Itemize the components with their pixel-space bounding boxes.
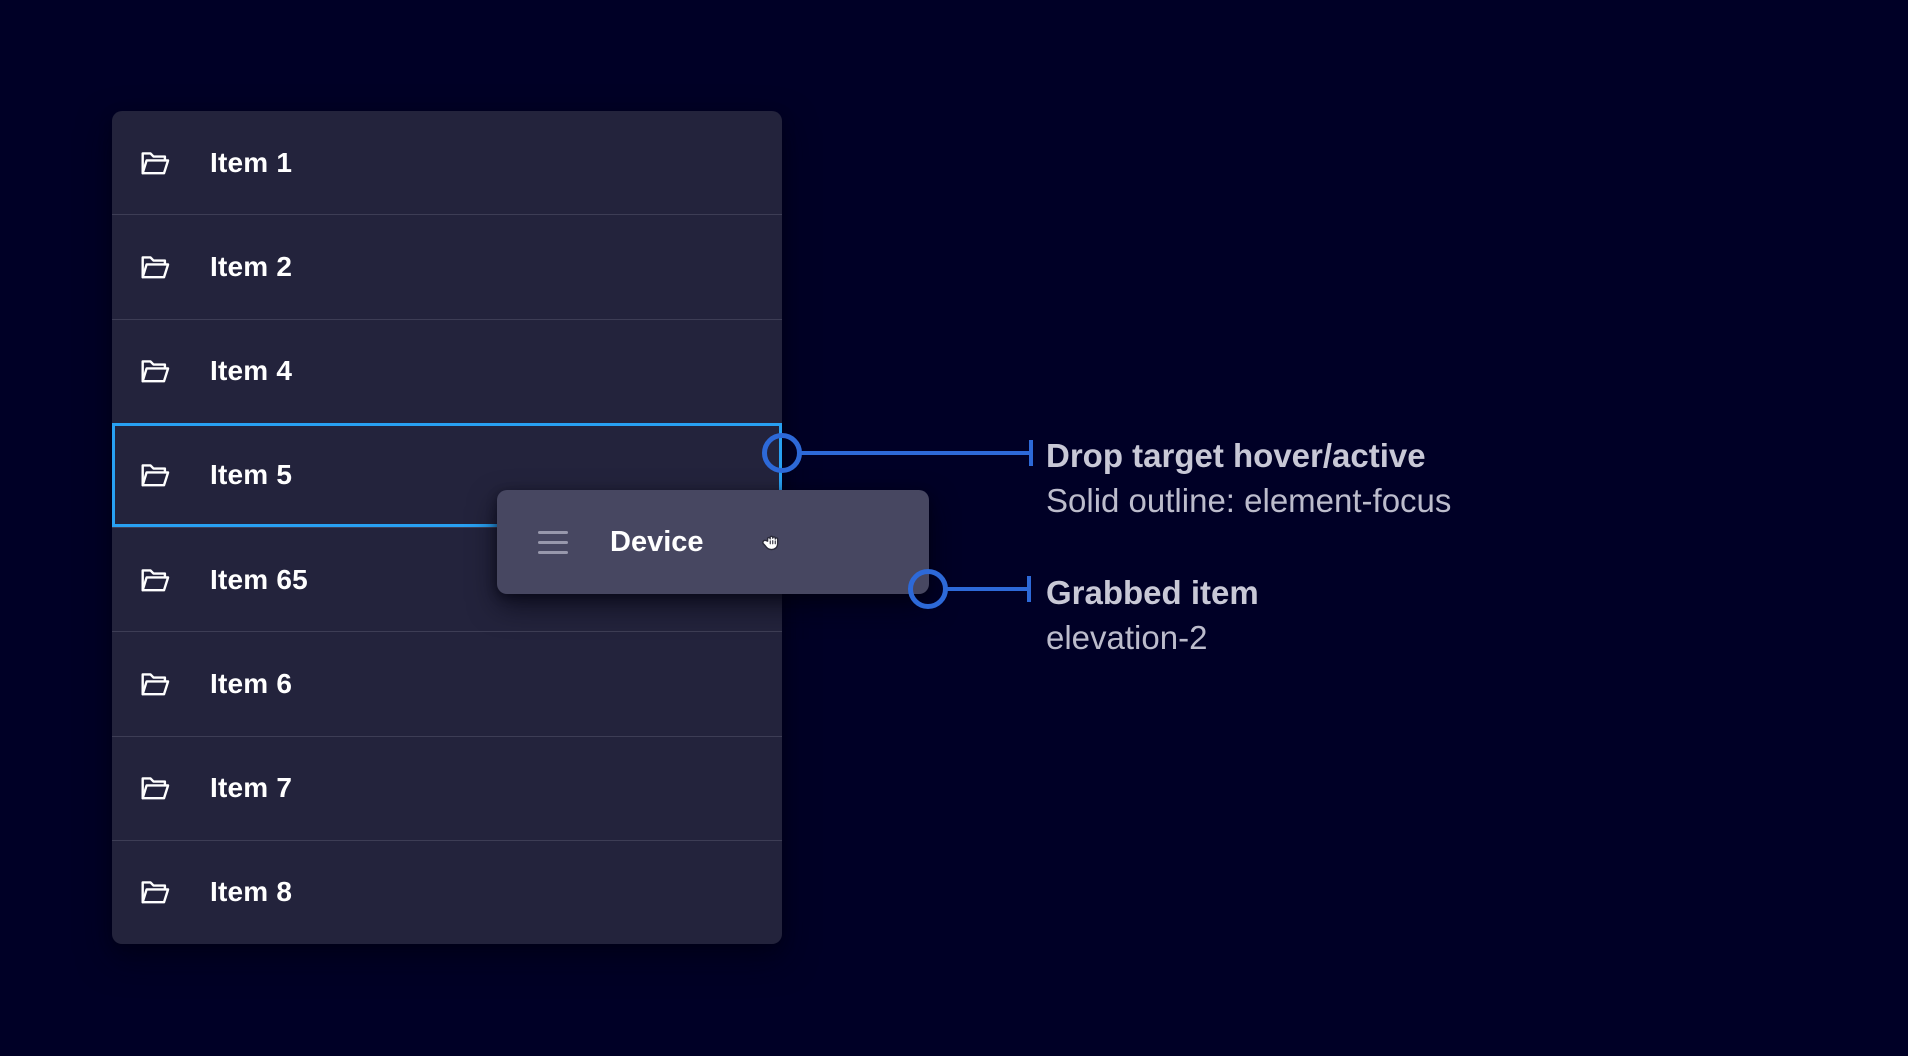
list-item-label: Item 8	[210, 876, 293, 908]
callout-grabbed-item: Grabbed item elevation-2	[1046, 570, 1259, 660]
list-item[interactable]: Item 2	[112, 214, 782, 318]
list-item-label: Item 2	[210, 250, 293, 282]
folder-icon	[137, 145, 173, 181]
callout-title: Drop target hover/active	[1046, 437, 1426, 474]
callout-title: Grabbed item	[1046, 574, 1259, 611]
callout-subtitle: Solid outline: element-focus	[1046, 482, 1452, 519]
list-item-label: Item 1	[210, 146, 293, 178]
grabbed-item-label: Device	[610, 525, 704, 558]
folder-icon	[137, 666, 173, 702]
folder-icon	[137, 874, 173, 910]
list-item-drop-target[interactable]: Item 5	[112, 422, 782, 527]
callout-drop-target: Drop target hover/active Solid outline: …	[1046, 433, 1451, 523]
list-item[interactable]: Item 8	[112, 839, 782, 944]
callout-line-drop-target	[801, 451, 1031, 455]
list-item[interactable]: Item 1	[112, 111, 782, 214]
list-item-label: Item 5	[210, 459, 293, 491]
list-item-label: Item 4	[210, 355, 293, 387]
list-item[interactable]: Item 7	[112, 735, 782, 840]
callout-tick-grabbed-item	[1027, 576, 1031, 602]
folder-icon	[137, 249, 173, 285]
list-item[interactable]: Item 65	[112, 527, 782, 631]
callout-circle-grabbed-item	[908, 569, 948, 609]
list-item[interactable]: Item 4	[112, 318, 782, 423]
callout-circle-drop-target	[762, 433, 802, 473]
folder-icon	[137, 770, 173, 806]
folder-icon	[137, 562, 173, 598]
folder-icon	[137, 457, 173, 493]
drag-handle-icon[interactable]	[538, 530, 568, 554]
callout-line-grabbed-item	[947, 587, 1030, 591]
folder-icon	[137, 353, 173, 389]
callout-subtitle: elevation-2	[1046, 619, 1208, 656]
list-item-label: Item 6	[210, 667, 293, 699]
list-item-label: Item 7	[210, 772, 293, 804]
grabbing-hand-cursor-icon	[756, 530, 788, 560]
grabbed-item-card[interactable]: Device	[497, 490, 929, 594]
callout-tick-drop-target	[1029, 440, 1033, 466]
list-item-label: Item 65	[210, 563, 308, 595]
list-item[interactable]: Item 6	[112, 631, 782, 735]
